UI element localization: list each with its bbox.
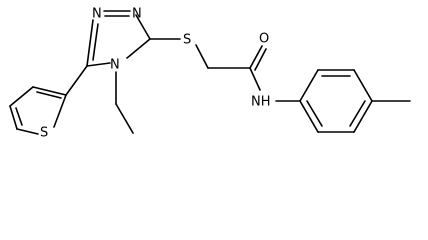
bond-c3t-c2t-a <box>32 86 67 96</box>
bond-ch2-ch3 <box>115 103 134 134</box>
bond-n4-c5 <box>86 62 111 67</box>
bond-c-o-a <box>249 45 263 69</box>
bond-ar1 <box>299 69 319 102</box>
atom-label-o-carbonyl: O <box>259 32 269 47</box>
atom-label-n-top-right: N <box>132 7 142 22</box>
thiophene-ring <box>9 65 88 135</box>
bond-s-c5t <box>16 128 39 135</box>
bond-c4t-c3t <box>9 86 34 107</box>
bond-ar3 <box>353 69 373 102</box>
triazole-ring <box>86 10 151 67</box>
bond-c5t-c4t-a <box>9 105 18 130</box>
bond-ar4-a <box>353 100 373 133</box>
bond-c-o-b <box>254 48 267 71</box>
bond-s-ch2 <box>195 44 209 69</box>
bond-c-n <box>249 67 261 91</box>
bond-ar6-a <box>299 100 319 133</box>
bond-ar4-b <box>349 100 366 127</box>
bond-c5-thiophene <box>65 65 88 96</box>
bond-c2-s <box>53 94 67 128</box>
thioether-linker <box>149 38 251 69</box>
bond-n-c3 <box>135 14 151 40</box>
atom-label-s-thiophene: S <box>40 126 48 141</box>
bond-c5-n1-a <box>86 19 94 67</box>
bond-c3t-c2t-b <box>36 91 62 99</box>
atom-label-n-ring: N <box>110 58 120 73</box>
bond-ar6-b <box>306 100 323 127</box>
atom-label-nh-amide: NH <box>251 95 271 110</box>
amide-group <box>249 45 301 102</box>
bond-c5t-c4t-b <box>15 107 23 126</box>
bond-c5-n1-b <box>92 23 99 61</box>
tolyl-ring <box>299 69 411 133</box>
atom-label-n-top-left: N <box>92 7 102 22</box>
molecule-structure: N N N S O NH S <box>9 7 411 141</box>
atom-label-s-thioether: S <box>183 33 191 48</box>
bond-c3-n4 <box>126 38 151 59</box>
ethyl-group <box>115 71 134 134</box>
